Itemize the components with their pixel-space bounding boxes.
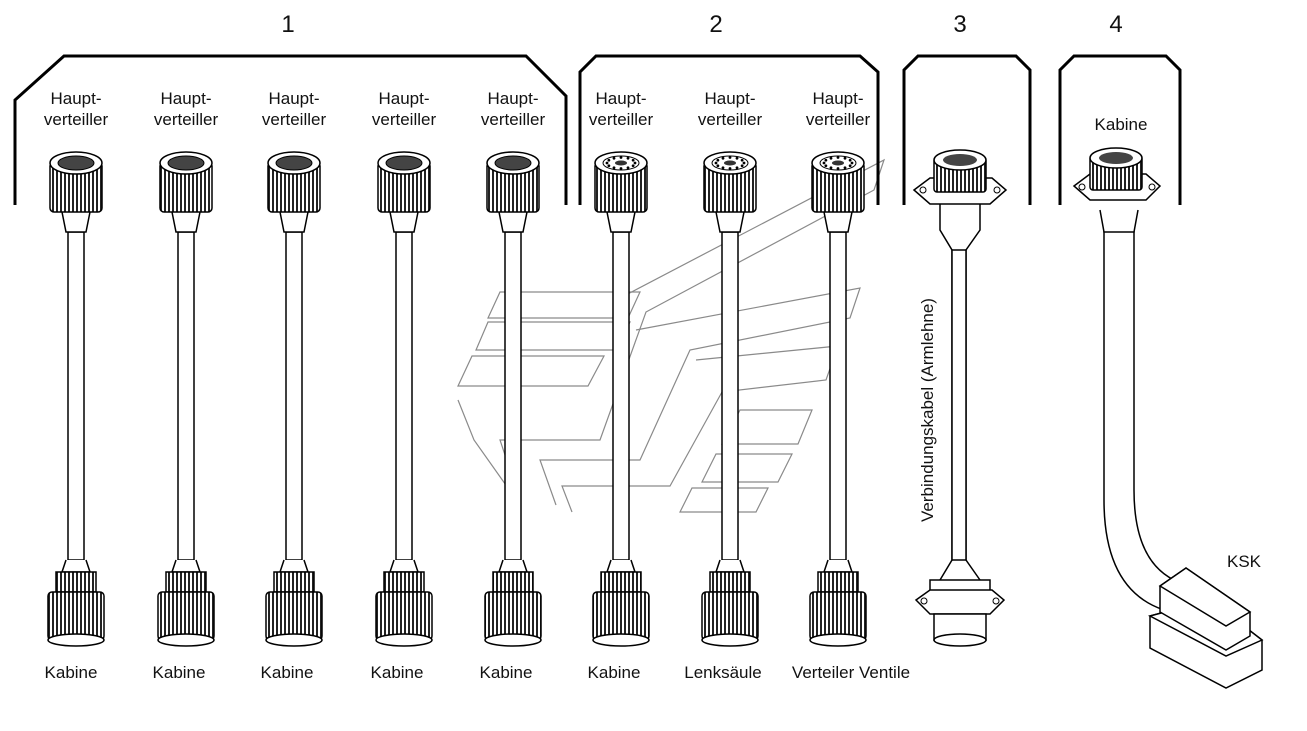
cable-top-label-line1: Haupt- <box>812 89 863 108</box>
cable-top-label-line2: verteiller <box>589 110 654 129</box>
cable-bottom-label: Kabine <box>480 663 533 682</box>
straight-cables: Haupt-verteillerKabineHaupt-verteillerKa… <box>44 89 910 682</box>
cable-top-label-line1: Haupt- <box>704 89 755 108</box>
cable-bottom-label: Kabine <box>371 663 424 682</box>
group-1-bracket <box>13 54 568 205</box>
cable-bottom-label: Lenksäule <box>684 663 762 682</box>
cable-top-label-line2: verteiller <box>481 110 546 129</box>
cable-4-top-label: Kabine <box>1095 115 1148 134</box>
group-2-number: 2 <box>709 11 722 38</box>
cable-bottom-label: Kabine <box>261 663 314 682</box>
cable-top-label-line1: Haupt- <box>487 89 538 108</box>
cable-bottom-label: Kabine <box>153 663 206 682</box>
cable-top-label-line2: verteiller <box>262 110 327 129</box>
cable-4-bottom-label: KSK <box>1227 552 1262 571</box>
cable-top-label-line1: Haupt- <box>378 89 429 108</box>
cable-bottom-label: Verteiler Ventile <box>792 663 910 682</box>
cable-top-label-line1: Haupt- <box>50 89 101 108</box>
cable-4-ksk <box>1072 147 1264 689</box>
cable-top-label-line1: Haupt- <box>268 89 319 108</box>
group-4-number: 4 <box>1109 11 1122 38</box>
cable-bottom-label: Kabine <box>588 663 641 682</box>
cable-top-label-line1: Haupt- <box>595 89 646 108</box>
cable-bottom-label: Kabine <box>45 663 98 682</box>
cable-top-label-line2: verteiller <box>154 110 219 129</box>
group-1-number: 1 <box>281 11 294 38</box>
group-4-bracket <box>1058 54 1182 205</box>
group-3-number: 3 <box>953 11 966 38</box>
cable-top-label-line2: verteiller <box>44 110 109 129</box>
group-2-bracket <box>578 54 880 205</box>
cable-top-label-line2: verteiller <box>806 110 871 129</box>
cable-top-label-line2: verteiller <box>372 110 437 129</box>
cable-top-label-line1: Haupt- <box>160 89 211 108</box>
cable-top-label-line2: verteiller <box>698 110 763 129</box>
group-3-bracket <box>902 54 1032 205</box>
cable-3-armrest <box>912 149 1008 647</box>
cable-3-vertical-label: Verbindungskabel (Armlehne) <box>918 298 937 522</box>
